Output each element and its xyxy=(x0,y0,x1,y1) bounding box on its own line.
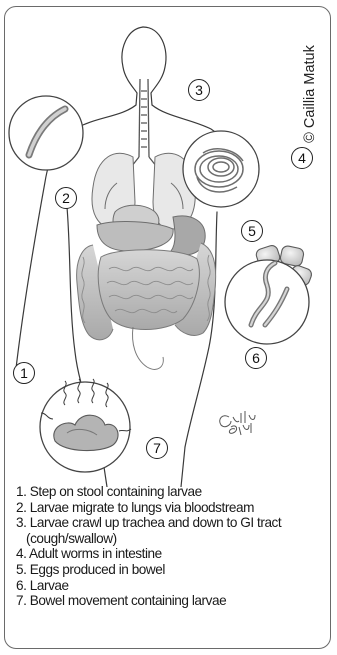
marker-3: 3 xyxy=(188,79,210,101)
marker-1: 1 xyxy=(13,362,35,384)
lifecycle-illustration xyxy=(5,7,331,487)
legend-item-7: 7. Bowel movement containing larvae xyxy=(16,593,321,609)
legend-item-1: 1. Step on stool containing larvae xyxy=(16,484,321,500)
marker-7: 7 xyxy=(146,437,168,459)
legend-item-2: 2. Larvae migrate to lungs via bloodstre… xyxy=(16,500,321,516)
larva-blood-bubble xyxy=(9,96,83,170)
adult-worm-bubble xyxy=(183,131,259,207)
intestines xyxy=(77,243,216,369)
legend-item-6: 6. Larvae xyxy=(16,578,321,594)
artist-signature xyxy=(220,411,255,435)
marker-2: 2 xyxy=(55,187,77,209)
legend-item-5: 5. Eggs produced in bowel xyxy=(16,562,321,578)
legend-item-4: 4. Adult worms in intestine xyxy=(16,546,321,562)
marker-6: 6 xyxy=(245,347,267,369)
marker-5: 5 xyxy=(241,220,263,242)
legend-list: 1. Step on stool containing larvae 2. La… xyxy=(16,484,321,609)
marker-4: 4 xyxy=(291,147,313,169)
stool-bubble xyxy=(40,379,131,472)
larvae-bubble xyxy=(225,260,309,344)
legend-item-3: 3. Larvae crawl up trachea and down to G… xyxy=(16,515,321,546)
